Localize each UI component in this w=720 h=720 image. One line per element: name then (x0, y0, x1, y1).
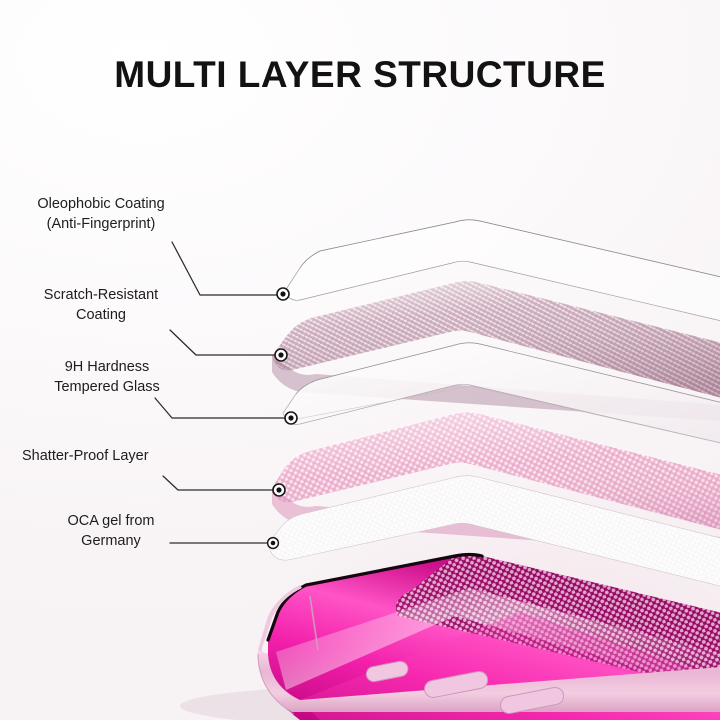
page-title: MULTI LAYER STRUCTURE (114, 54, 606, 95)
layer-oca (267, 475, 720, 587)
callout-label-shatter-proof-layer: Shatter-Proof Layer (22, 448, 149, 464)
callout-label-oca-gel-from-germany: OCA gel from Germany (67, 513, 155, 549)
layer-oleophobic (284, 219, 720, 321)
callout-label-9h-hardness-tempered-glass: 9H Hardness Tempered Glass (54, 359, 160, 395)
volume-up-button (424, 671, 489, 698)
volume-down-button (500, 687, 565, 714)
callout-label-scratch-resistant-coating: Scratch-Resistant Coating (43, 287, 159, 323)
mute-switch (365, 660, 409, 683)
smartphone (180, 552, 720, 720)
callout-label-oleophobic-coating: Oleophobic Coating (Anti-Fingerprint) (37, 196, 165, 232)
